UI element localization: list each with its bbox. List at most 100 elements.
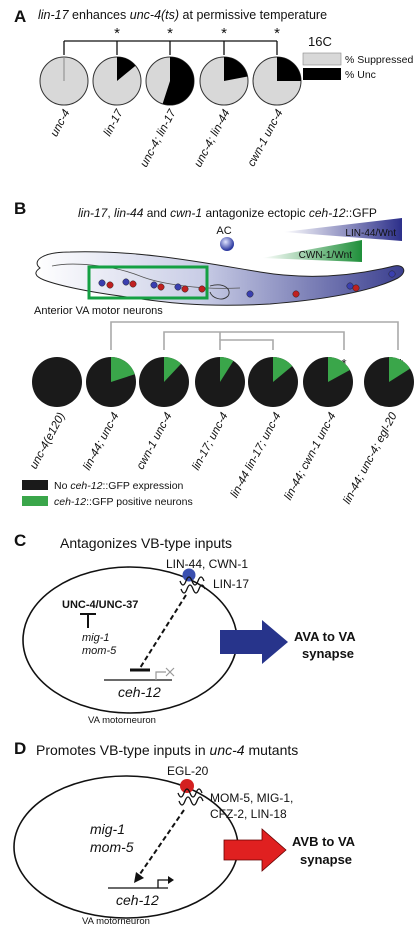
- synapse-arrow: [223, 828, 287, 872]
- synapse-label: synapse: [302, 646, 354, 661]
- cwn-gradient: [262, 240, 362, 262]
- panel-b-brackets: [110, 321, 399, 350]
- promoter-icon: [155, 671, 166, 680]
- va-neuron-dot: [181, 285, 189, 293]
- legend-swatch-suppressed: [302, 52, 342, 66]
- pie-category-label: lin-44; unc-4; egl-20: [341, 410, 400, 506]
- pie-gfp-slice: [111, 357, 135, 382]
- pie-category-label: lin-44; unc-4: [81, 411, 121, 473]
- receptor-label: MOM-5, MIG-1,: [210, 791, 293, 805]
- pie-unc-slice: [224, 57, 248, 81]
- panel-a-letter: A: [14, 7, 26, 26]
- receptor-label: LIN-17: [213, 577, 249, 591]
- panel-a-title: lin-17 enhances unc-4(ts) at permissive …: [38, 8, 327, 22]
- va-neuron-dot: [98, 279, 106, 287]
- receptor-label: CFZ-2, LIN-18: [210, 807, 287, 821]
- synapse-label: synapse: [300, 852, 352, 867]
- va-neuron-dot: [246, 290, 254, 298]
- target-gene: mom-5: [82, 645, 117, 657]
- anchor-cell: [220, 237, 234, 251]
- panel-c-letter: C: [14, 531, 26, 550]
- va-neuron-dot: [122, 278, 130, 286]
- panel-a-bracket: [63, 40, 278, 55]
- legend-label: % Suppressed: [345, 54, 413, 66]
- sig-mark: *: [114, 25, 120, 42]
- egl20-ligand: [180, 779, 194, 793]
- pie-unc-slice: [162, 57, 194, 105]
- panel-b-letter: B: [14, 199, 26, 218]
- pie-gfp-slice: [220, 357, 234, 382]
- sig-mark: *: [274, 25, 280, 42]
- lin44-gradient-label: LIN-44/Wnt: [345, 228, 396, 239]
- legend-swatch-unc: [303, 68, 341, 80]
- pie-category-label: cwn-1 unc-4: [135, 411, 175, 472]
- panel-b-title: lin-17, lin-44 and cwn-1 antagonize ecto…: [78, 206, 377, 220]
- frizzled-receptor-icon: [178, 796, 204, 806]
- frizzled-receptor-icon: [177, 788, 203, 798]
- pie-category-label: lin-17; unc-4: [190, 411, 230, 473]
- panel-a: A lin-17 enhances unc-4(ts) at permissiv…: [14, 7, 413, 169]
- panel-d-letter: D: [14, 739, 26, 758]
- region-label: Anterior VA motor neurons: [34, 305, 163, 317]
- target-gene: mig-1: [90, 821, 125, 837]
- repressor-label: UNC-4/UNC-37: [62, 599, 138, 611]
- va-neuron-dot: [198, 285, 206, 293]
- pie-category-label: unc-4; lin-44: [192, 108, 232, 170]
- sig-mark: *: [167, 25, 173, 42]
- ligand-label: EGL-20: [167, 764, 209, 778]
- gene-label: ceh-12: [118, 684, 161, 700]
- frizzled-receptor-icon: [180, 584, 206, 594]
- promoter-arrow-icon: [168, 876, 174, 884]
- va-neuron-dot: [106, 281, 114, 289]
- ligand-label: LIN-44, CWN-1: [166, 557, 248, 571]
- va-neuron-dot: [129, 280, 137, 288]
- legend-label: No ceh-12::GFP expression: [54, 480, 184, 492]
- ac-label: AC: [216, 225, 231, 237]
- synapse-arrow: [220, 620, 288, 664]
- blocked-icon: [165, 667, 175, 677]
- pie-category-label: lin-44; cwn-1 unc-4: [282, 411, 338, 502]
- panel-c: C Antagonizes VB-type inputs LIN-44, CWN…: [14, 531, 356, 726]
- signal-dashed-line: [139, 594, 187, 669]
- pie-gfp-slice: [273, 357, 293, 382]
- synapse-label: AVB to VA: [292, 834, 356, 849]
- pie-gfp-slice: [328, 357, 350, 382]
- panel-d-title: Promotes VB-type inputs in unc-4 mutants: [36, 742, 298, 758]
- worm-vulva: [209, 284, 230, 300]
- va-neuron-dot: [174, 283, 182, 291]
- va-neuron-dot: [292, 290, 300, 298]
- panel-d: D Promotes VB-type inputs in unc-4 mutan…: [13, 739, 356, 927]
- pie-gfp-slice: [389, 357, 411, 382]
- va-neuron-dot: [346, 282, 354, 290]
- va-neurons: [98, 270, 396, 298]
- legend-label: ceh-12::GFP positive neurons: [54, 496, 193, 508]
- pie-category-label: unc-4: [49, 108, 73, 139]
- synapse-label: AVA to VA: [294, 629, 356, 644]
- pie-category-label: cwn-1 unc-4: [246, 108, 286, 169]
- target-gene: mom-5: [90, 839, 134, 855]
- promoter-icon: [157, 879, 168, 888]
- pie-category-label: lin-17: [102, 107, 126, 138]
- cwn-gradient-label: CWN-1/Wnt: [299, 250, 353, 261]
- cell-label: VA motorneuron: [88, 715, 156, 726]
- wnt-ligand: [182, 568, 196, 582]
- cell-label: VA motorneuron: [82, 916, 150, 927]
- pie-no-gfp: [32, 357, 82, 407]
- legend-swatch-no-gfp: [22, 480, 48, 490]
- legend-label: % Unc: [345, 69, 376, 81]
- pie-unc-slice: [277, 57, 301, 81]
- inhibition-icon: [80, 613, 96, 628]
- pie-category-label: unc-4(e120): [28, 411, 68, 472]
- activation-arrowhead: [134, 872, 144, 883]
- pie-category-label: lin-44 lin-17; unc-4: [229, 411, 284, 500]
- legend-swatch-gfp: [22, 496, 48, 506]
- sig-mark: *: [221, 25, 227, 42]
- pie-gfp-slice: [164, 357, 182, 382]
- pie-unc-slice: [117, 57, 136, 81]
- lin44-gradient: [283, 218, 402, 241]
- signal-dashed-line: [139, 809, 185, 875]
- gene-label: ceh-12: [116, 892, 159, 908]
- va-neuron-dot: [150, 281, 158, 289]
- va-neuron-dot: [352, 284, 360, 292]
